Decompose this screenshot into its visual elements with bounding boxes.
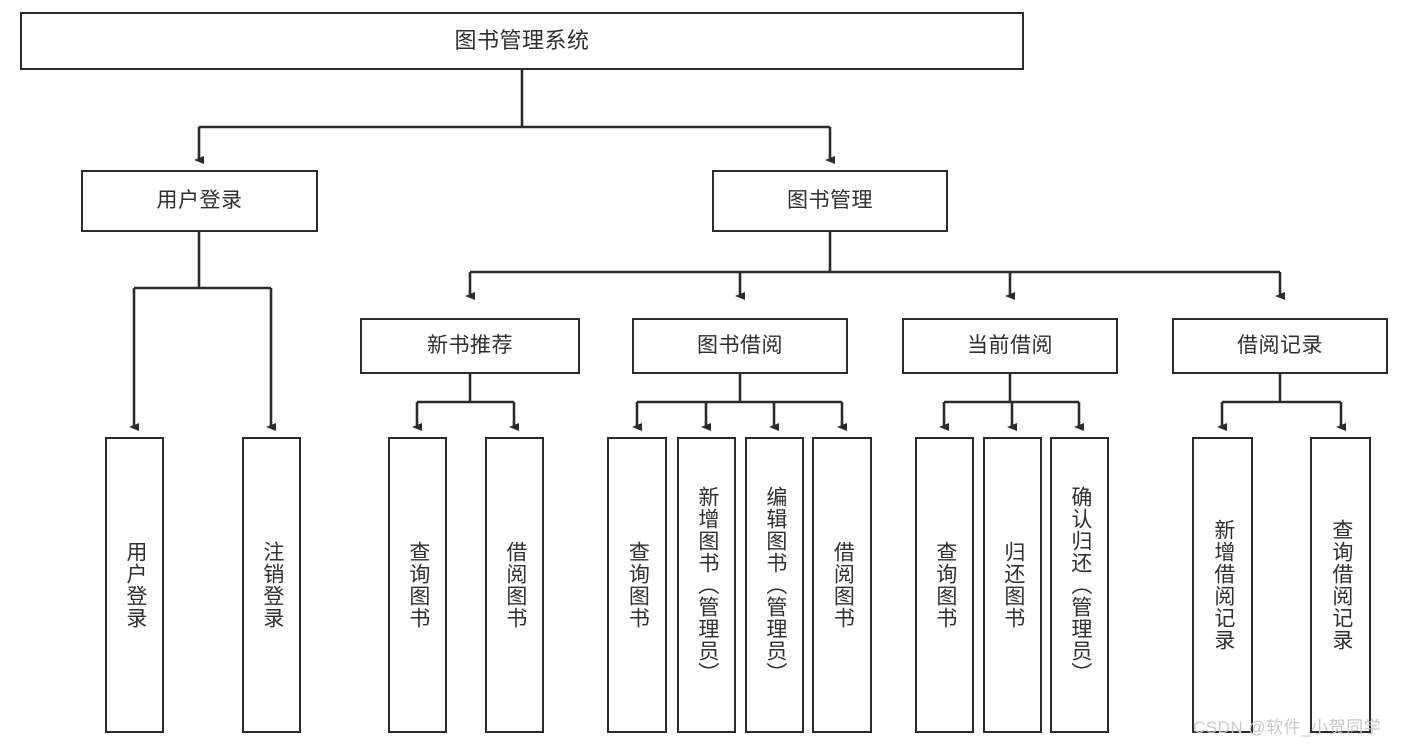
leaf-edit-book-admin[interactable]: 编辑图书（管理员） bbox=[745, 437, 804, 733]
node-label: 图书管理 bbox=[787, 189, 873, 213]
node-label: 查询图书 bbox=[626, 541, 650, 629]
node-label: 确认归还（管理员） bbox=[1068, 486, 1092, 684]
leaf-return-book[interactable]: 归还图书 bbox=[983, 437, 1042, 733]
node-label: 借阅图书 bbox=[503, 541, 527, 629]
node-label: 用户登录 bbox=[123, 541, 147, 629]
node-book-management[interactable]: 图书管理 bbox=[712, 170, 948, 232]
node-label: 归还图书 bbox=[1001, 541, 1025, 629]
csdn-watermark: CSDN @软件_小贺同学 bbox=[1193, 718, 1382, 737]
node-label: 图书借阅 bbox=[697, 334, 783, 358]
node-label: 注销登录 bbox=[260, 541, 284, 629]
node-label: 借阅图书 bbox=[831, 541, 855, 629]
leaf-confirm-return-admin[interactable]: 确认归还（管理员） bbox=[1050, 437, 1109, 733]
node-label: 用户登录 bbox=[156, 189, 243, 213]
node-user-login[interactable]: 用户登录 bbox=[81, 170, 318, 232]
leaf-query-borrow-record[interactable]: 查询借阅记录 bbox=[1310, 437, 1371, 733]
leaf-borrow-book-recommendation[interactable]: 借阅图书 bbox=[485, 437, 544, 733]
node-book-borrowing[interactable]: 图书借阅 bbox=[632, 318, 848, 374]
node-label: 当前借阅 bbox=[967, 334, 1053, 358]
node-label: 查询图书 bbox=[933, 541, 957, 629]
leaf-query-book-current[interactable]: 查询图书 bbox=[915, 437, 974, 733]
leaf-query-book-borrowing[interactable]: 查询图书 bbox=[607, 437, 667, 733]
node-label: 图书管理系统 bbox=[454, 27, 590, 53]
leaf-query-book-recommendation[interactable]: 查询图书 bbox=[388, 437, 447, 733]
leaf-add-borrow-record[interactable]: 新增借阅记录 bbox=[1192, 437, 1253, 733]
node-label: 借阅记录 bbox=[1237, 334, 1323, 358]
node-root-book-management-system[interactable]: 图书管理系统 bbox=[20, 12, 1024, 70]
node-label: 新书推荐 bbox=[427, 334, 513, 358]
node-label: 查询借阅记录 bbox=[1329, 519, 1353, 651]
node-new-book-recommendation[interactable]: 新书推荐 bbox=[360, 318, 580, 374]
leaf-add-book-admin[interactable]: 新增图书（管理员） bbox=[677, 437, 736, 733]
node-label: 编辑图书（管理员） bbox=[763, 486, 787, 684]
node-label: 新增图书（管理员） bbox=[695, 486, 719, 684]
leaf-borrow-book[interactable]: 借阅图书 bbox=[812, 437, 872, 733]
node-label: 新增借阅记录 bbox=[1211, 519, 1235, 651]
node-borrow-records[interactable]: 借阅记录 bbox=[1172, 318, 1388, 374]
node-current-borrowing[interactable]: 当前借阅 bbox=[902, 318, 1118, 374]
leaf-logout[interactable]: 注销登录 bbox=[242, 437, 301, 733]
node-label: 查询图书 bbox=[406, 541, 430, 629]
leaf-user-login[interactable]: 用户登录 bbox=[105, 437, 164, 733]
